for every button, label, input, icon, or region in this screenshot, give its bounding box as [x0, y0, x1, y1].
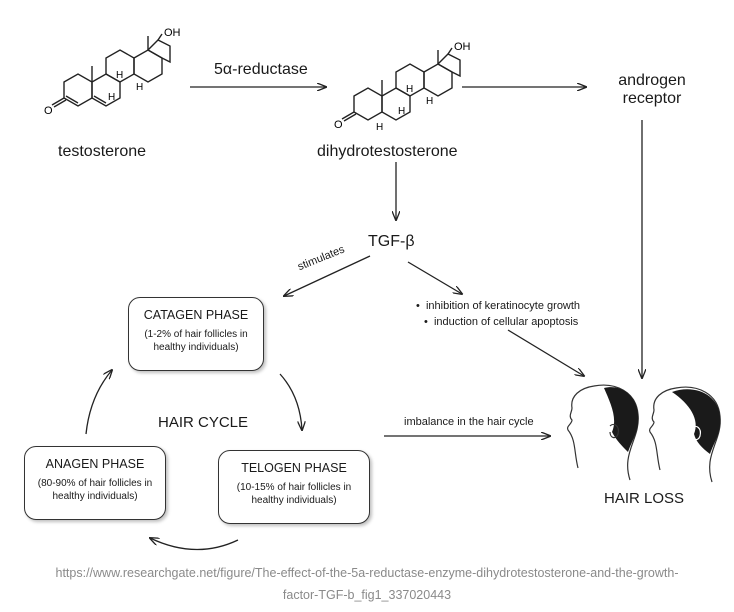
testosterone-o: O: [44, 105, 53, 117]
testosterone-oh: OH: [164, 27, 181, 39]
catagen-desc-line1: (1-2% of hair follicles in: [144, 329, 248, 340]
hair-cycle-label: HAIR CYCLE: [158, 414, 249, 431]
dht-structure: [341, 47, 461, 122]
telogen-title: TELOGEN PHASE: [241, 461, 347, 475]
dht-h3: H: [398, 106, 405, 117]
testosterone-label: testosterone: [58, 143, 147, 160]
arrow-effects-to-hair-loss: [507, 329, 584, 376]
anagen-desc-line2: healthy individuals): [52, 491, 138, 502]
receptor-label: receptor: [622, 90, 682, 107]
arrow-tgf-to-effects: [407, 261, 462, 294]
telogen-desc-line1: (10-15% of hair follicles in: [236, 482, 352, 493]
tgf-beta-label: TGF-β: [368, 233, 415, 250]
enzyme-label: 5α-reductase: [214, 61, 308, 78]
anagen-desc-line1: (80-90% of hair follicles in: [37, 478, 153, 489]
catagen-description: (1-2% of hair follicles in healthy indiv…: [129, 328, 263, 354]
arrow-anagen-to-catagen: [85, 370, 112, 435]
effect-apoptosis-text: induction of cellular apoptosis: [433, 316, 579, 328]
bald-heads-illustration: [567, 384, 721, 483]
telogen-description: (10-15% of hair follicles in healthy ind…: [219, 481, 369, 507]
effects-list: • inhibition of keratinocyte growth • in…: [416, 298, 580, 330]
catagen-desc-line2: healthy individuals): [153, 342, 239, 353]
androgen-receptor-label: androgen receptor: [612, 72, 692, 108]
arrow-telogen-to-anagen: [150, 538, 239, 551]
source-footer: https://www.researchgate.net/figure/The-…: [0, 562, 734, 606]
source-url-line2: factor-TGF-b_fig1_337020443: [282, 588, 452, 602]
testosterone-structure: [51, 33, 171, 108]
imbalance-label: imbalance in the hair cycle: [404, 416, 534, 428]
testosterone-h2: H: [136, 82, 143, 93]
catagen-title: CATAGEN PHASE: [143, 308, 249, 322]
dht-oh: OH: [454, 41, 471, 53]
testosterone-h1: H: [116, 70, 123, 81]
catagen-phase-box: CATAGEN PHASE (1-2% of hair follicles in…: [128, 297, 264, 371]
dihydrotestosterone-label: dihydrotestosterone: [317, 143, 458, 160]
dht-h1: H: [406, 84, 413, 95]
dht-o: O: [334, 119, 343, 131]
hair-loss-label: HAIR LOSS: [604, 490, 685, 507]
dht-h2: H: [426, 96, 433, 107]
telogen-desc-line2: healthy individuals): [251, 495, 337, 506]
anagen-description: (80-90% of hair follicles in healthy ind…: [25, 477, 165, 503]
anagen-phase-box: ANAGEN PHASE (80-90% of hair follicles i…: [24, 446, 166, 520]
source-url-line1: https://www.researchgate.net/figure/The-…: [55, 566, 679, 580]
effect-item-apoptosis: • induction of cellular apoptosis: [424, 316, 579, 328]
effect-item-keratinocyte: • inhibition of keratinocyte growth: [416, 300, 581, 312]
effect-keratinocyte-text: inhibition of keratinocyte growth: [425, 300, 581, 312]
anagen-title: ANAGEN PHASE: [45, 457, 145, 471]
androgen-label: androgen: [618, 72, 686, 89]
telogen-phase-box: TELOGEN PHASE (10-15% of hair follicles …: [218, 450, 370, 524]
arrow-catagen-to-telogen: [279, 373, 302, 430]
arrow-tgf-to-catagen: [284, 255, 371, 296]
testosterone-h3: H: [108, 92, 115, 103]
dht-h4: H: [376, 122, 383, 133]
